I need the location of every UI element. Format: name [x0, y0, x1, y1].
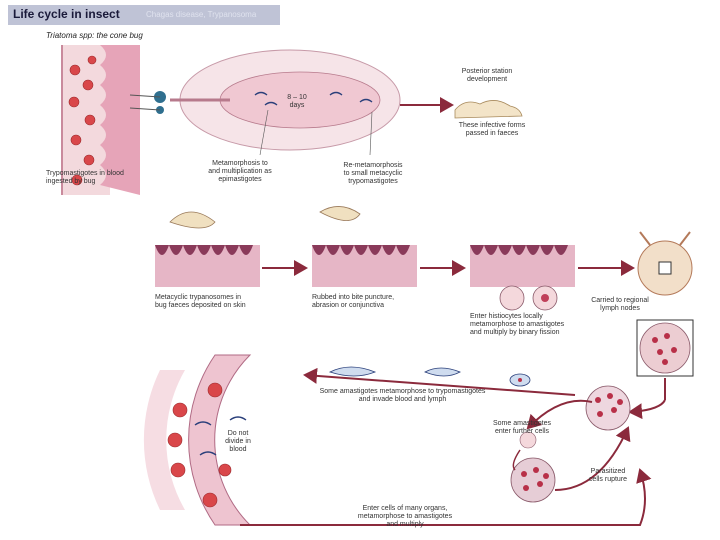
label-many-organs: Enter cells of many organs, metamorphose… [357, 505, 453, 528]
bug-body [129, 49, 401, 151]
diagram-title: Life cycle in insect [13, 7, 120, 21]
label-rubbed: Rubbed into bite puncture, abrasion or c… [312, 294, 395, 309]
pointer-line-1 [259, 109, 269, 156]
pointer-line-2 [369, 111, 373, 156]
lymph-node [637, 231, 693, 296]
label-metamorphosis: Metamorphosis to and multiplication as e… [208, 160, 272, 183]
label-posterior-station: Posterior station development [461, 68, 513, 83]
arrow-rupture-loop [554, 426, 631, 491]
blood-vessel-strip [61, 45, 140, 195]
diagram-subtitle: Triatoma spp: the cone bug [46, 31, 143, 40]
label-re-metamorphosis: Re-metamorphosis to small metacyclic try… [343, 162, 403, 185]
label-days: 8 – 10 days [287, 94, 307, 109]
arrow-lymph-to-cells [628, 399, 666, 420]
arrow-further-to-rupture [512, 449, 521, 471]
posterior-station-shape [454, 100, 523, 119]
arrow-blood-to-organs [240, 468, 652, 526]
label-metacyclic: Metacyclic trypanosomes in bug faeces de… [155, 294, 246, 309]
label-cells-rupture: Parasitized cells rupture [588, 468, 628, 483]
label-trypo-blood: Trypomastigotes in blood ingested by bug [46, 170, 124, 185]
header-bar [8, 5, 280, 25]
label-histiocytes: Enter histiocytes locally metamorphose t… [470, 313, 565, 336]
skin-strip-2 [312, 206, 417, 287]
lymph-zoom-circle [636, 319, 694, 377]
label-infective-forms: These infective forms passed in faeces [458, 122, 526, 137]
bottom-blood-vessel [143, 354, 252, 526]
skin-strip-1 [155, 211, 260, 287]
arrow-cells-to-blood [303, 367, 576, 396]
skin-strip-3 [470, 245, 575, 311]
arrow-cells-to-further [526, 399, 593, 430]
label-lymph-nodes: Carried to regional lymph nodes [591, 297, 649, 312]
label-invade-blood: Some amastigotes metamorphose to trypoma… [319, 388, 486, 403]
label-further-cells: Some amastigotes enter further cells [493, 420, 551, 435]
label-do-not-divide: Do not divide in blood [225, 430, 251, 453]
trypomastigote-forms [328, 366, 531, 387]
infected-cell-cluster [510, 385, 631, 503]
header-faint-text: Chagas disease, Trypanosoma [146, 10, 257, 19]
